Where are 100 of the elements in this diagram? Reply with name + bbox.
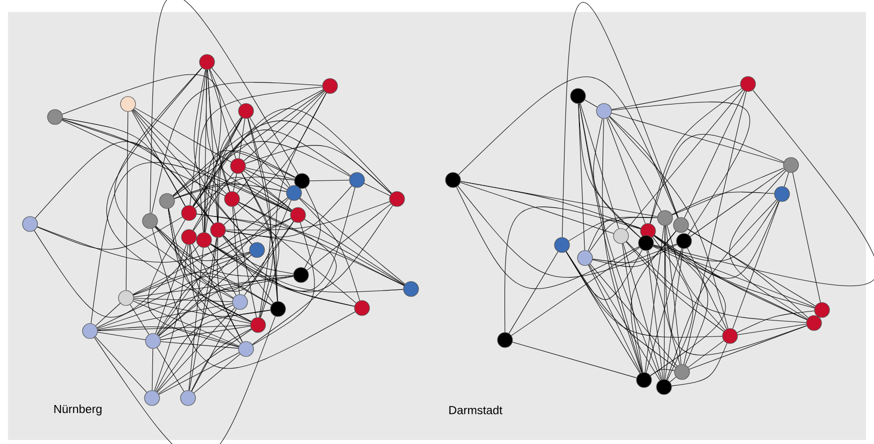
network-edge xyxy=(242,172,274,318)
network-edge xyxy=(233,206,257,318)
network-edge xyxy=(97,332,146,340)
network-edge xyxy=(364,183,390,196)
network-edge xyxy=(192,244,243,342)
network-edge xyxy=(217,118,243,222)
network-edge xyxy=(730,170,808,320)
network-node xyxy=(497,332,513,348)
network-edge xyxy=(244,221,294,296)
network-edge xyxy=(172,120,392,196)
network-node xyxy=(232,294,248,310)
network-edge xyxy=(622,243,644,373)
network-node xyxy=(181,205,197,221)
network-edge xyxy=(304,188,321,268)
network-edge xyxy=(168,208,252,322)
network-edge xyxy=(672,192,774,215)
network-node xyxy=(349,172,365,188)
network-node xyxy=(322,78,338,94)
network-edge xyxy=(222,236,274,304)
network-label: Darmstadt xyxy=(449,406,502,414)
network-node xyxy=(145,333,161,349)
network-edge xyxy=(172,141,350,196)
network-edge xyxy=(160,326,251,340)
network-edge xyxy=(62,119,292,212)
network-edge xyxy=(238,202,404,286)
network-edge xyxy=(588,264,641,374)
network-node xyxy=(636,372,652,388)
network-edge xyxy=(244,169,288,190)
network-node xyxy=(159,193,175,209)
network-edge xyxy=(250,117,290,187)
network-edge xyxy=(630,230,676,373)
network-edge xyxy=(458,77,678,218)
network-node xyxy=(806,315,822,331)
network-edge xyxy=(578,104,641,238)
network-edge xyxy=(566,251,676,368)
network-node xyxy=(196,232,212,248)
network-edge xyxy=(188,247,204,390)
network-edge xyxy=(204,117,242,232)
network-edge xyxy=(225,230,404,286)
network-edge xyxy=(152,348,154,390)
network-edge xyxy=(134,298,232,302)
network-node xyxy=(554,237,570,253)
network-edge xyxy=(196,214,405,286)
network-edge xyxy=(154,244,188,391)
network-edge xyxy=(664,226,666,380)
network-edge xyxy=(132,110,214,224)
network-edge xyxy=(154,221,294,292)
network-edge xyxy=(62,74,222,233)
network-edge xyxy=(158,254,252,336)
network-edge xyxy=(611,112,784,164)
network-edge xyxy=(626,242,724,332)
network-edge xyxy=(151,82,322,214)
network-edge xyxy=(132,110,252,244)
network-node xyxy=(199,54,215,70)
network-edge xyxy=(168,208,241,344)
network-edge xyxy=(134,108,232,162)
network-edge xyxy=(189,237,217,391)
network-node xyxy=(783,157,799,173)
network-edge xyxy=(218,150,296,222)
network-node xyxy=(774,186,790,202)
network-edge xyxy=(232,206,240,294)
network-node xyxy=(740,76,756,92)
network-edge xyxy=(156,237,218,392)
network-edge xyxy=(578,104,585,250)
network-edge xyxy=(588,220,641,252)
network-edge xyxy=(580,103,619,229)
network-node xyxy=(224,191,240,207)
network-edge xyxy=(244,170,292,210)
network-edge xyxy=(737,324,807,336)
network-node xyxy=(657,210,673,226)
network-edge xyxy=(150,0,298,214)
network-edge xyxy=(95,336,147,393)
network-edge xyxy=(688,340,724,368)
network-edge xyxy=(238,118,246,159)
network-edge xyxy=(460,182,614,234)
network-edge xyxy=(654,235,815,308)
network-edge xyxy=(654,236,708,366)
network-node xyxy=(638,235,654,251)
network-node xyxy=(596,103,612,119)
network-node xyxy=(144,390,160,406)
network-node xyxy=(22,216,38,232)
network-edge xyxy=(566,250,642,300)
network-edge xyxy=(304,219,405,285)
network-edge xyxy=(732,201,780,329)
network-edge xyxy=(245,168,295,180)
network-edge xyxy=(690,169,785,237)
network-edge xyxy=(152,228,356,369)
network-node xyxy=(249,242,265,258)
network-edge xyxy=(306,204,392,270)
network-node xyxy=(118,290,134,306)
network-edge xyxy=(684,90,745,218)
network-edge xyxy=(225,186,352,238)
network-edge xyxy=(96,303,121,326)
network-edge xyxy=(622,243,662,380)
network-edge xyxy=(160,304,234,338)
network-edge xyxy=(248,118,271,318)
network-edge xyxy=(207,70,218,222)
network-edge xyxy=(588,264,660,381)
network-node xyxy=(676,233,692,249)
network-edge xyxy=(34,141,214,224)
